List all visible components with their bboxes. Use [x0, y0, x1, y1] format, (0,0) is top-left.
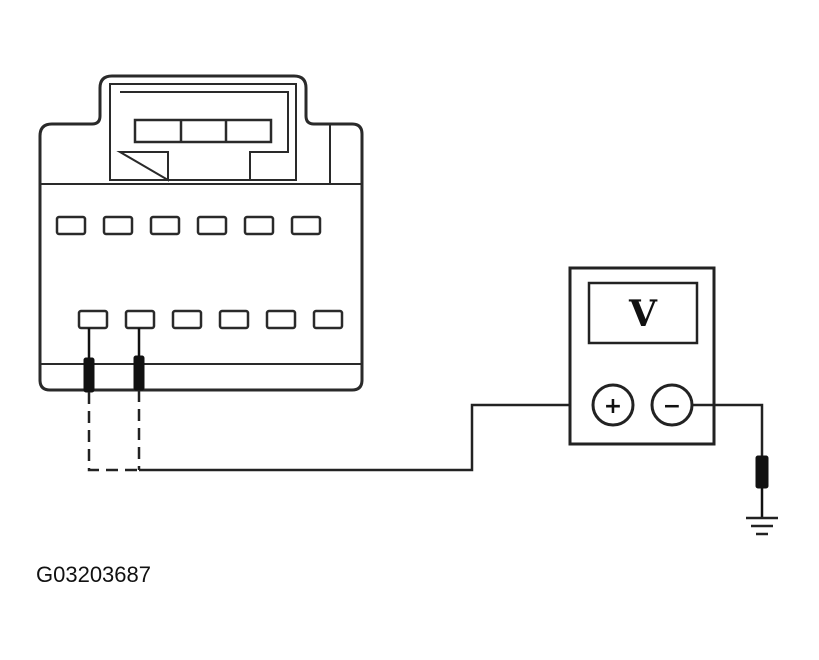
terminal-cavity [149, 215, 181, 236]
positive-symbol: + [604, 394, 622, 419]
figure-id: G03203687 [36, 562, 151, 587]
terminal-cavity [124, 309, 156, 330]
terminal-cavity [196, 215, 228, 236]
ground-probe-icon [755, 455, 769, 518]
terminal-cavity [265, 309, 297, 330]
terminal-cavity [171, 309, 203, 330]
meter-display [587, 281, 699, 345]
negative-symbol: − [663, 394, 681, 419]
positive-terminal-icon [591, 383, 635, 427]
upper-terminal-row [55, 215, 322, 236]
connector-icon [38, 74, 364, 392]
terminal-cavity [243, 215, 275, 236]
terminal-cavity [77, 309, 109, 330]
positive-lead [139, 403, 591, 472]
terminal-cavity [290, 215, 322, 236]
terminal-cavity [312, 309, 344, 330]
dashed-lead [87, 390, 141, 472]
meter-display-label: V [628, 293, 658, 335]
terminal-cavity [102, 215, 134, 236]
ground-symbol-icon [746, 516, 778, 536]
negative-lead [692, 403, 764, 456]
terminal-cavity [218, 309, 250, 330]
lower-terminal-row [77, 309, 344, 330]
pin-probe-icon [83, 328, 145, 393]
multimeter-icon: V + − [568, 266, 716, 446]
terminal-cavity [55, 215, 87, 236]
